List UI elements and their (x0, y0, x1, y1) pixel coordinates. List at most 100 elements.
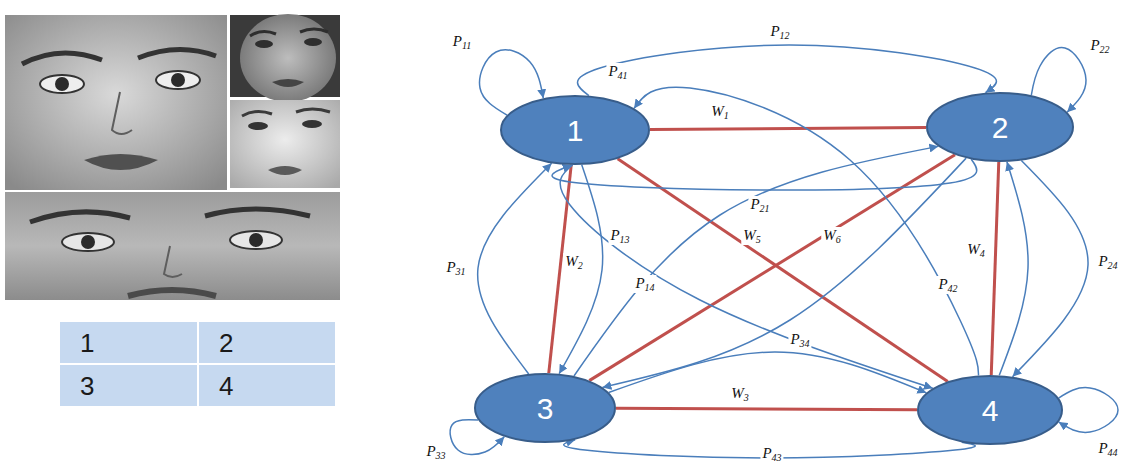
label-subscript: 3 (744, 392, 749, 403)
eye (40, 75, 84, 93)
weight-link (991, 162, 999, 375)
table-cell (60, 365, 197, 406)
label-subscript: 12 (780, 30, 790, 41)
photo-ground (5, 15, 227, 190)
label-symbol: W (967, 241, 980, 257)
label-symbol: P (938, 276, 947, 292)
label-symbol: P (635, 275, 644, 291)
edge-label: P44 (1096, 440, 1119, 458)
ellipse-shape (475, 374, 615, 442)
label-subscript: 42 (948, 283, 958, 294)
lips (128, 290, 216, 296)
photo-panel-bottom (5, 192, 340, 300)
weight-link (618, 159, 948, 382)
lips (268, 166, 302, 175)
iris (171, 73, 185, 87)
label-symbol: P (770, 23, 779, 39)
transition-arrow (602, 158, 966, 387)
label-symbol: P (750, 196, 759, 212)
label-subscript: 13 (620, 234, 630, 245)
state-number: 1 (567, 114, 584, 147)
table-cell-number: 3 (80, 372, 94, 401)
eyebrow (138, 49, 216, 58)
eye (62, 233, 114, 251)
transition-arrow (574, 146, 938, 376)
eye (230, 231, 282, 249)
face (240, 14, 336, 102)
eye (302, 120, 322, 128)
edge-label: W3 (729, 385, 751, 403)
label-subscript: 6 (836, 234, 841, 245)
transition-arrow (578, 45, 997, 96)
label-symbol: P (1098, 440, 1107, 456)
label-subscript: 33 (436, 450, 446, 461)
ellipse-shape (927, 93, 1073, 161)
label-subscript: 4 (980, 248, 985, 259)
state-number: 2 (992, 111, 1009, 144)
table-cell (199, 322, 335, 363)
label-subscript: 43 (772, 452, 782, 463)
edge-label: P24 (1096, 253, 1119, 271)
edge-label: W6 (821, 227, 843, 245)
edge-label: W1 (709, 103, 731, 121)
state-number: 3 (537, 392, 554, 425)
edge-label: P41 (606, 63, 629, 81)
iris (81, 235, 95, 249)
label-symbol: W (731, 385, 744, 401)
edge-label: P22 (1088, 37, 1111, 55)
state-ellipse: 1 (500, 95, 650, 165)
edge-label: P21 (748, 196, 771, 214)
eye (304, 38, 322, 46)
edge-label: W4 (965, 241, 987, 259)
state-ellipse: 2 (926, 92, 1074, 162)
eyebrow (242, 109, 330, 116)
transition-arrow (478, 163, 552, 374)
ellipse-shape (501, 96, 649, 164)
photo-ground (5, 192, 340, 300)
label-subscript: 11 (462, 40, 471, 51)
eyebrow (30, 209, 310, 222)
label-symbol: W (823, 227, 836, 243)
lips (84, 154, 158, 170)
nose (112, 92, 132, 134)
edge-label: P33 (424, 443, 447, 461)
number-table (60, 322, 335, 406)
label-symbol: P (446, 259, 455, 275)
nose (164, 246, 182, 277)
table-cell-number: 4 (219, 372, 233, 401)
weight-link (650, 128, 926, 130)
edge-label: P12 (768, 23, 791, 41)
edge-label: P43 (760, 445, 783, 463)
table-cell-number: 1 (80, 329, 94, 358)
transition-arrow (560, 165, 933, 388)
label-symbol: P (762, 445, 771, 461)
lips (272, 79, 304, 87)
edge-label: P31 (444, 259, 467, 277)
transition-arrow (1013, 161, 1089, 377)
state-number: 4 (982, 394, 999, 427)
edge-label: P13 (608, 227, 631, 245)
photo-panel-large (5, 15, 227, 190)
label-symbol: P (1090, 37, 1099, 53)
photo-ground (230, 100, 340, 188)
weight-link (616, 408, 917, 409)
label-symbol: P (790, 331, 799, 347)
label-symbol: P (453, 33, 462, 49)
transition-arrow (1059, 388, 1118, 433)
iris (249, 233, 263, 247)
transition-arrow (552, 159, 977, 190)
label-subscript: 31 (456, 266, 466, 277)
label-subscript: 1 (724, 110, 729, 121)
edge-label: P14 (633, 275, 656, 293)
label-symbol: P (1098, 253, 1107, 269)
label-symbol: W (565, 253, 578, 269)
label-symbol: P (608, 63, 617, 79)
label-subscript: 44 (1108, 447, 1118, 458)
label-subscript: 2 (578, 260, 583, 271)
eye (248, 122, 268, 130)
label-subscript: 5 (756, 234, 761, 245)
transition-arrow (609, 352, 927, 393)
label-subscript: 41 (618, 70, 628, 81)
label-symbol: P (426, 443, 435, 459)
